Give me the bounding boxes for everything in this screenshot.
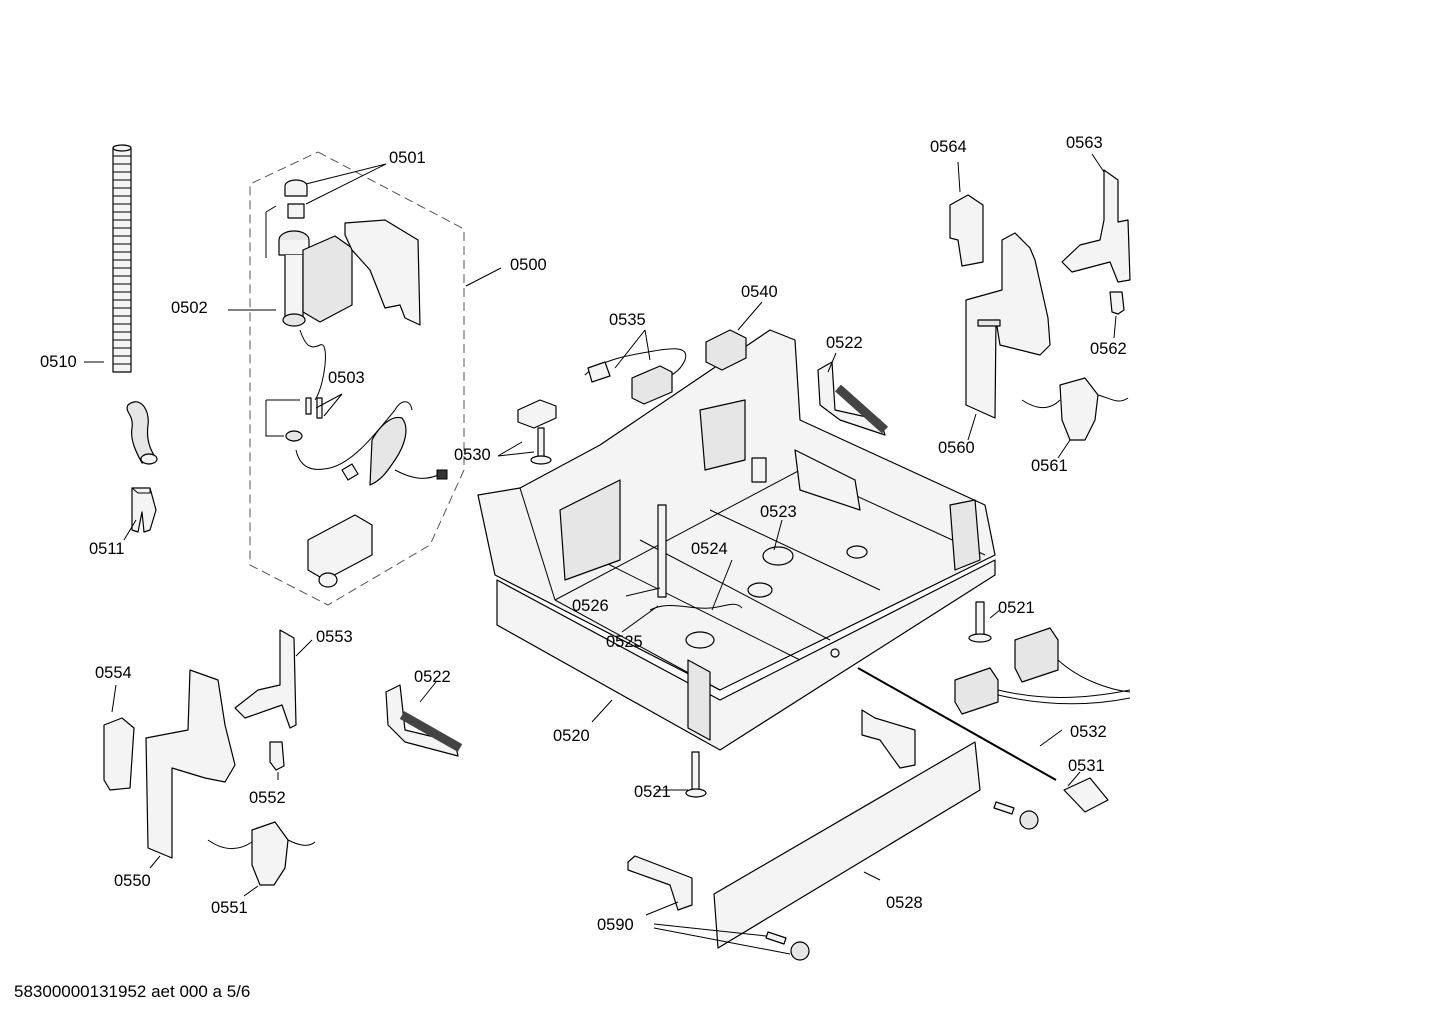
callout-0503: 0503 <box>328 369 365 387</box>
bracket-0564 <box>949 194 984 267</box>
callout-0561: 0561 <box>1031 457 1068 475</box>
callout-0510: 0510 <box>40 353 77 371</box>
callout-0553: 0553 <box>316 628 353 646</box>
clip-0552 <box>269 741 285 771</box>
bracket-plate <box>307 514 373 588</box>
bracket-0554 <box>103 717 135 791</box>
callout-0526: 0526 <box>572 597 609 615</box>
callout-0500: 0500 <box>510 256 547 274</box>
callout-0550: 0550 <box>114 872 151 890</box>
sensor-0561 <box>1021 377 1129 441</box>
connector-0540 <box>705 329 747 371</box>
document-footer: 58300000131952 aet 000 a 5/6 <box>14 982 250 1001</box>
cable-0535 <box>584 348 687 405</box>
knob-0531 <box>1063 777 1109 813</box>
callout-0501: 0501 <box>389 149 426 167</box>
callout-0520: 0520 <box>553 727 590 745</box>
pressure-switch-0530 <box>517 399 557 465</box>
kickplate-0528 <box>713 741 981 949</box>
hose-section <box>295 401 448 486</box>
screw-0521-bottom <box>685 751 707 798</box>
callout-0531: 0531 <box>1068 757 1105 775</box>
fasteners <box>765 801 1039 961</box>
callout-0563: 0563 <box>1066 134 1103 152</box>
bracket-0553 <box>234 629 297 729</box>
callout-0535: 0535 <box>609 311 646 329</box>
callout-labels: 0501 0500 0502 0503 0510 0511 0535 0540 … <box>40 134 1127 934</box>
callout-0564: 0564 <box>930 138 967 156</box>
sensor-0551 <box>207 821 316 886</box>
callout-0521-right: 0521 <box>998 599 1035 617</box>
spring-0522-right <box>817 361 888 436</box>
bracket-0560 <box>965 232 1051 419</box>
screw-0521-right <box>968 601 992 643</box>
callout-0530: 0530 <box>454 446 491 464</box>
clip-0511 <box>131 487 157 533</box>
callout-0523: 0523 <box>760 503 797 521</box>
clip-0562 <box>1109 291 1125 315</box>
connectors-0503 <box>285 397 323 442</box>
bracket-0590 <box>627 855 693 911</box>
base-tray-0520 <box>477 329 996 751</box>
assembly-outline-0500 <box>249 151 465 606</box>
callout-0528: 0528 <box>886 894 923 912</box>
aquastop-valve-0502 <box>278 179 421 401</box>
callout-0522-left: 0522 <box>414 668 451 686</box>
callout-0502: 0502 <box>171 299 208 317</box>
callout-0540: 0540 <box>741 283 778 301</box>
callout-0522-right: 0522 <box>826 334 863 352</box>
callout-0532: 0532 <box>1070 723 1107 741</box>
callout-0562: 0562 <box>1090 340 1127 358</box>
callout-0554: 0554 <box>95 664 132 682</box>
drain-hose-0510 <box>112 144 158 465</box>
callout-0551: 0551 <box>211 899 248 917</box>
callout-0560: 0560 <box>938 439 975 457</box>
rod-0532 <box>857 667 1057 781</box>
callout-0552: 0552 <box>249 789 286 807</box>
callout-0524: 0524 <box>691 540 728 558</box>
cable-harness <box>954 627 1131 715</box>
callout-0590: 0590 <box>597 916 634 934</box>
spring-0522-left <box>385 684 463 757</box>
bracket-0563 <box>1061 169 1131 283</box>
callout-0525: 0525 <box>606 633 643 651</box>
leader-lines <box>84 153 1117 955</box>
bracket-upper <box>861 709 916 769</box>
callout-0511: 0511 <box>89 540 124 558</box>
bracket-0550 <box>145 669 236 859</box>
callout-0521-bottom: 0521 <box>634 783 671 801</box>
